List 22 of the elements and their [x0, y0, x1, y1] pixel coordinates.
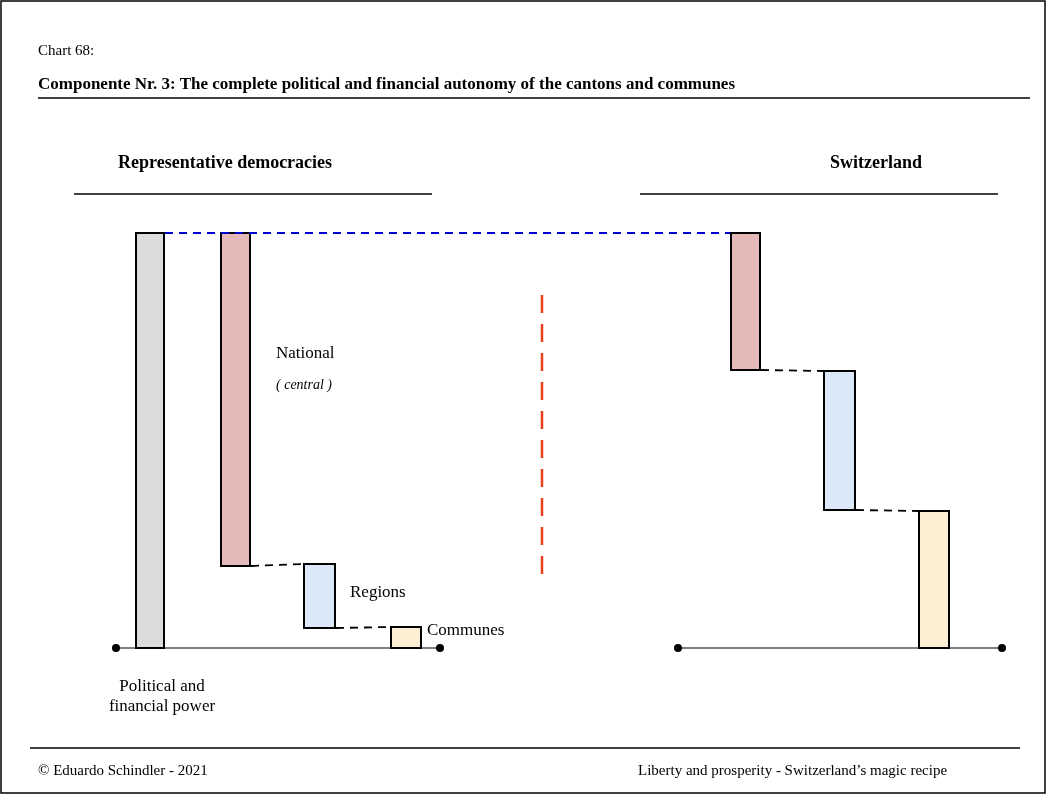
chart-title: Componente Nr. 3: The complete political and financial autonomy of the cantons and communes	[38, 74, 736, 94]
dashed-connector	[855, 509, 919, 512]
bar-label: Regions	[350, 582, 406, 602]
column-heading: Representative democracies	[118, 152, 333, 173]
bar	[390, 626, 422, 649]
sub-label: ( central )	[276, 377, 332, 394]
column-heading: Switzerland	[830, 152, 922, 173]
dashed-connector	[760, 369, 824, 372]
chart-number: Chart 68:	[38, 42, 95, 60]
bar	[823, 370, 856, 511]
bar	[730, 232, 761, 371]
bar-label: Communes	[427, 620, 505, 640]
bar	[303, 563, 336, 629]
bar	[918, 510, 950, 649]
copyright-note: © Eduardo Schindler - 2021	[38, 762, 208, 780]
bar-label: National	[276, 343, 335, 363]
bar-label: Political and financial power	[107, 676, 217, 716]
bar	[135, 232, 165, 649]
footer-note: Liberty and prosperity - Switzerland’s magic recipe	[638, 762, 948, 780]
dashed-connector	[164, 232, 731, 234]
bar	[220, 232, 251, 567]
dashed-connector	[250, 563, 304, 567]
